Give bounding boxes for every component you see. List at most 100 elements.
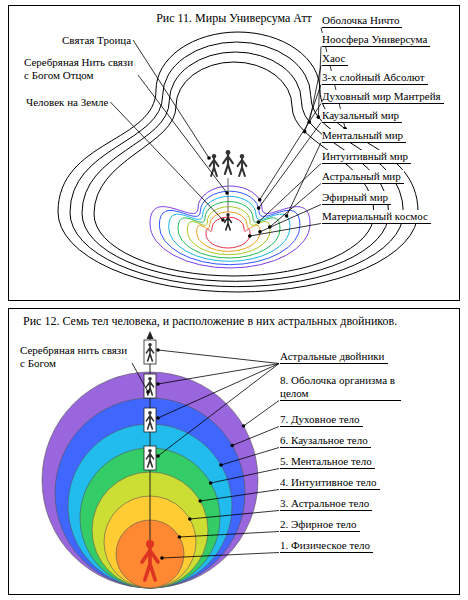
leader-line xyxy=(260,205,321,232)
leader-line xyxy=(200,490,279,502)
callout-label: Святая Троица xyxy=(62,34,131,47)
silver-thread xyxy=(150,337,151,540)
callout-label: 8. Оболочка организма в целом xyxy=(280,374,401,401)
callout-label: 7. Духовное тело xyxy=(280,413,363,427)
leader-line xyxy=(158,364,279,457)
leader-line xyxy=(259,123,321,209)
figure-body xyxy=(146,347,153,361)
figure-body xyxy=(146,415,153,429)
callout-label: Астральные двойники xyxy=(280,350,388,364)
leader-line xyxy=(162,553,279,559)
figure-body xyxy=(142,548,158,580)
callout-label: 4. Интуитивное тело xyxy=(280,476,380,490)
leader-line xyxy=(110,102,223,220)
leader-line xyxy=(138,75,227,193)
leader-dot xyxy=(230,444,234,448)
astral-double xyxy=(146,449,153,467)
physical-body xyxy=(142,540,158,580)
leader-dot xyxy=(248,234,252,238)
leader-dot xyxy=(160,556,164,560)
leader-dot xyxy=(221,218,225,222)
leader-dot xyxy=(285,214,289,218)
callout-label: 6. Каузальное тело xyxy=(280,434,371,448)
world-outline xyxy=(187,207,270,255)
callout-label: Серебряная нить связи с Богом xyxy=(20,344,130,370)
leader-line xyxy=(190,511,279,520)
callout-label: Серебряная Нить связи с Богом Отцом xyxy=(24,56,136,82)
leader-line xyxy=(179,532,279,538)
astral-double-box xyxy=(144,374,156,398)
leader-dot xyxy=(207,156,211,160)
leader-line xyxy=(221,448,279,466)
leader-line xyxy=(244,401,279,427)
leader-dot xyxy=(317,115,321,119)
leader-line xyxy=(232,427,279,446)
arrow-head xyxy=(147,331,154,339)
astral-double xyxy=(146,411,153,429)
figure-body xyxy=(210,158,219,176)
leader-line xyxy=(250,224,321,237)
leader-line xyxy=(270,184,321,228)
world-outline xyxy=(82,52,389,281)
trinity-figure xyxy=(223,150,233,174)
callout-label: Человек на Земле xyxy=(26,96,108,109)
callout-label: 5. Ментальное тело xyxy=(280,455,375,469)
leader-dot xyxy=(258,230,262,234)
callout-label: 3. Астральное тело xyxy=(280,497,372,511)
leader-dot xyxy=(198,499,202,503)
world-outline xyxy=(150,186,310,268)
trinity-figure xyxy=(210,154,219,176)
figure-title: Рис 12. Семь тел человека, и расположени… xyxy=(23,314,445,328)
leader-dot xyxy=(258,198,262,202)
astral-double-box xyxy=(144,408,156,432)
leader-line xyxy=(260,104,321,200)
callout-label: Астральный мир xyxy=(322,170,404,184)
figure-body xyxy=(223,155,233,174)
world-outline xyxy=(169,196,290,261)
astral-double xyxy=(146,343,153,361)
callout-label: Каузальный мир xyxy=(322,109,402,123)
callout-label: Интуитивный мир xyxy=(322,150,411,164)
callout-label: Ноосфера Универсума xyxy=(322,33,430,47)
leader-dot xyxy=(146,390,150,394)
astral-double-box xyxy=(144,340,156,364)
callout-label: Материальный космос xyxy=(322,210,431,224)
figure-body xyxy=(225,216,232,230)
leader-dot xyxy=(156,416,160,420)
figure-body xyxy=(146,453,153,467)
leader-dot xyxy=(257,206,261,210)
figure-body xyxy=(146,381,153,395)
leader-dot xyxy=(257,220,261,224)
leader-line xyxy=(258,164,321,223)
callout-label: Духовный мир Мантрейя xyxy=(322,90,444,104)
astral-double xyxy=(146,377,153,395)
leader-line xyxy=(133,40,209,158)
callout-label: Эфирный мир xyxy=(322,191,391,205)
leader-dot xyxy=(188,517,192,521)
world-outline xyxy=(206,217,250,248)
leader-dot xyxy=(242,424,246,428)
leader-dot xyxy=(219,463,223,467)
callout-label: 3-х слойный Абсолют xyxy=(322,71,428,85)
callout-label: Ментальный мир xyxy=(322,129,406,143)
leader-line xyxy=(158,350,279,364)
leader-line xyxy=(132,363,148,392)
callout-label: 2. Эфирное тело xyxy=(280,518,360,532)
callout-label: Хаос xyxy=(322,52,348,66)
figure-body xyxy=(238,158,247,176)
leader-dot xyxy=(156,454,160,458)
world-outline xyxy=(159,191,300,265)
callout-label: Оболочка Ничто xyxy=(322,14,402,28)
leader-dot xyxy=(178,535,182,539)
leader-dot xyxy=(156,348,160,352)
silver-thread xyxy=(228,178,229,212)
callout-label: 1. Физическое тело xyxy=(280,539,373,553)
human-on-earth xyxy=(225,213,232,230)
astral-double-box xyxy=(144,446,156,470)
leader-dot xyxy=(156,382,160,386)
trinity-figure xyxy=(238,154,247,176)
leader-line xyxy=(158,364,279,385)
leader-dot xyxy=(209,481,213,485)
leader-line xyxy=(211,469,279,484)
world-outline xyxy=(197,212,260,251)
